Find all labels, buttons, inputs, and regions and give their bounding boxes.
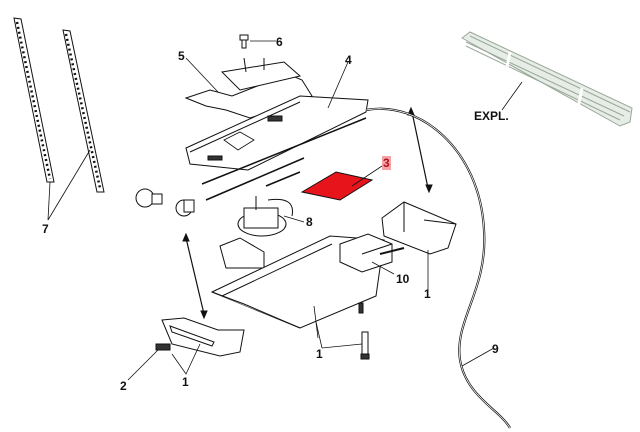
leader-3 — [351, 165, 383, 187]
leader-8 — [283, 215, 305, 223]
leader-10 — [371, 261, 395, 275]
label-1-bolt: 1 — [316, 347, 323, 361]
label-9: 9 — [492, 342, 499, 356]
perforated-strip-left — [13, 17, 55, 183]
label-8: 8 — [306, 215, 313, 229]
label-1-lens: 1 — [182, 375, 189, 389]
leader-expl — [501, 81, 523, 111]
bolt-long — [360, 331, 370, 360]
side-cover-1 — [381, 201, 457, 255]
label-6: 6 — [276, 35, 283, 49]
arrow-cover — [411, 111, 429, 189]
label-3: 3 — [382, 156, 391, 170]
leader-1-bolt — [315, 321, 363, 349]
bulb-socket — [175, 199, 195, 217]
bolt-small — [358, 302, 364, 314]
label-1-cover: 1 — [424, 287, 431, 301]
bracket-5 — [184, 57, 313, 119]
label-7: 7 — [42, 222, 49, 236]
spacer-block — [219, 237, 265, 269]
light-bulb — [135, 188, 163, 208]
label-10: 10 — [396, 272, 410, 286]
leader-4 — [327, 61, 349, 109]
base-plate-4 — [185, 95, 369, 171]
spring-2 — [155, 343, 171, 351]
leader-5 — [185, 57, 219, 93]
label-2: 2 — [120, 379, 127, 393]
circuit-board-3 — [300, 171, 374, 201]
gear-assembly-8 — [237, 196, 293, 237]
leader-7 — [47, 149, 91, 221]
leader-1-lens — [171, 343, 201, 375]
perforated-strip-right — [62, 29, 105, 193]
label-expl: EXPL. — [474, 109, 509, 123]
leader-2 — [127, 349, 159, 381]
lens-cover-1 — [161, 317, 245, 357]
label-5: 5 — [178, 49, 185, 63]
leader-9 — [461, 347, 495, 367]
label-4: 4 — [345, 53, 352, 67]
screw-6 — [239, 34, 249, 49]
transformer-10 — [339, 233, 405, 273]
arrow-bulb — [185, 237, 205, 315]
rail-extension — [461, 31, 633, 127]
